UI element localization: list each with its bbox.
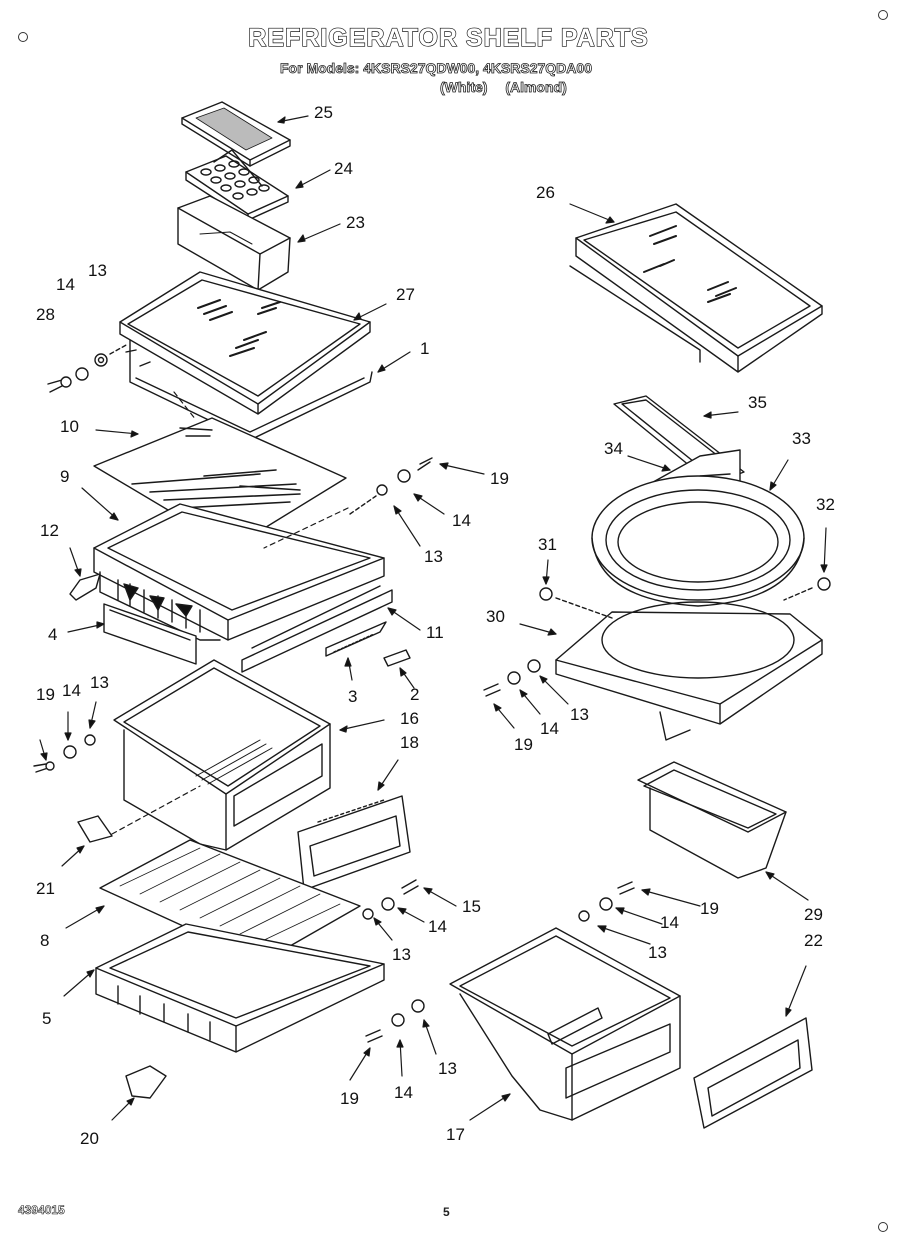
part-16-crisper-drawer [113, 659, 331, 851]
callout-26: 26 [536, 183, 555, 202]
callout-21: 21 [36, 879, 55, 898]
part-33-round-bin [591, 475, 805, 607]
screw-set-19-14-13-bottom [365, 999, 425, 1043]
part-8-glass-panel [99, 839, 361, 963]
part-25-crisper-lid [181, 101, 291, 167]
page-number: 5 [443, 1205, 450, 1219]
callout-14: 14 [540, 719, 559, 738]
callout-32: 32 [816, 495, 835, 514]
callout-19: 19 [700, 899, 719, 918]
screw-set-19-14-13-lower-right [578, 881, 635, 922]
callout-24: 24 [334, 159, 353, 178]
callout-33: 33 [792, 429, 811, 448]
corner-hole-top-left [18, 32, 28, 42]
callout-9: 9 [60, 467, 70, 486]
part-12-clip [69, 573, 101, 601]
callout-31: 31 [538, 535, 557, 554]
part-30-bin-base [555, 601, 823, 741]
callout-18: 18 [400, 733, 419, 752]
callout-30: 30 [486, 607, 505, 626]
part-17-crisper-drawer [449, 927, 681, 1121]
page-title: REFRIGERATOR SHELF PARTS [248, 23, 649, 52]
part-21-clip [77, 815, 113, 843]
callout-22: 22 [804, 931, 823, 950]
callout-13: 13 [438, 1059, 457, 1078]
callout-5: 5 [42, 1009, 52, 1028]
callout-4: 4 [48, 625, 58, 644]
callout-20: 20 [80, 1129, 99, 1148]
callout-35: 35 [748, 393, 767, 412]
screw-set-28-14-13 [47, 343, 129, 393]
part-20-clip [125, 1065, 167, 1099]
callout-14: 14 [394, 1083, 413, 1102]
color-variants-line: (White) (Almond) [440, 79, 568, 96]
part-3-clip [325, 621, 387, 657]
screw-set-15-14-13 [362, 879, 419, 920]
screw-31-and-32 [539, 577, 831, 619]
part-26-glass-shelf [569, 203, 823, 373]
models-line: For Models: 4KSRS27QDW00, 4KSRS27QDA00 [280, 60, 593, 77]
part-22-drawer-front [693, 1017, 813, 1129]
callout-14: 14 [428, 917, 447, 936]
corner-hole-bottom-right [878, 1222, 888, 1232]
part-5-crisper-cover-frame [95, 923, 385, 1053]
callout-13: 13 [392, 945, 411, 964]
screw-set-19-14-13-left [33, 734, 96, 773]
part-11-rail [241, 585, 393, 673]
part-18-drawer-front [297, 795, 411, 891]
callout-25: 25 [314, 103, 333, 122]
callout-1: 1 [420, 339, 430, 358]
callout-14: 14 [62, 681, 81, 700]
callout-16: 16 [400, 709, 419, 728]
callout-13: 13 [88, 261, 107, 280]
callout-13: 13 [90, 673, 109, 692]
part-27-glass-shelf [119, 271, 371, 415]
callout-14: 14 [660, 913, 679, 932]
callout-19: 19 [36, 685, 55, 704]
leader-arrows [39, 115, 828, 1121]
callout-2: 2 [410, 685, 420, 704]
callout-28: 28 [36, 305, 55, 324]
callout-19: 19 [514, 735, 533, 754]
callout-27: 27 [396, 285, 415, 304]
callout-11: 11 [426, 623, 444, 642]
callout-14: 14 [452, 511, 471, 530]
part-23-small-bin [177, 195, 291, 291]
part-9-crisper-cover-frame [93, 503, 385, 641]
callout-3: 3 [348, 687, 358, 706]
callout-17: 17 [446, 1125, 465, 1144]
document-number: 4394015 [18, 1203, 65, 1218]
screw-set-19-14-13-right [483, 659, 541, 697]
callout-13: 13 [648, 943, 667, 962]
callout-19: 19 [490, 469, 509, 488]
callout-29: 29 [804, 905, 823, 924]
part-2-latch [383, 649, 411, 667]
callout-10: 10 [60, 417, 79, 436]
callout-15: 15 [462, 897, 481, 916]
callout-14: 14 [56, 275, 75, 294]
callout-8: 8 [40, 931, 50, 950]
callout-13: 13 [570, 705, 589, 724]
part-29-door-bin [637, 761, 787, 879]
callout-23: 23 [346, 213, 365, 232]
callout-34: 34 [604, 439, 623, 458]
part-4-rail [103, 603, 197, 665]
callout-19: 19 [340, 1089, 359, 1108]
corner-hole-top-right [878, 10, 888, 20]
screw-set-19-14-13-upper [349, 457, 433, 515]
callout-13: 13 [424, 547, 443, 566]
callout-12: 12 [40, 521, 59, 540]
